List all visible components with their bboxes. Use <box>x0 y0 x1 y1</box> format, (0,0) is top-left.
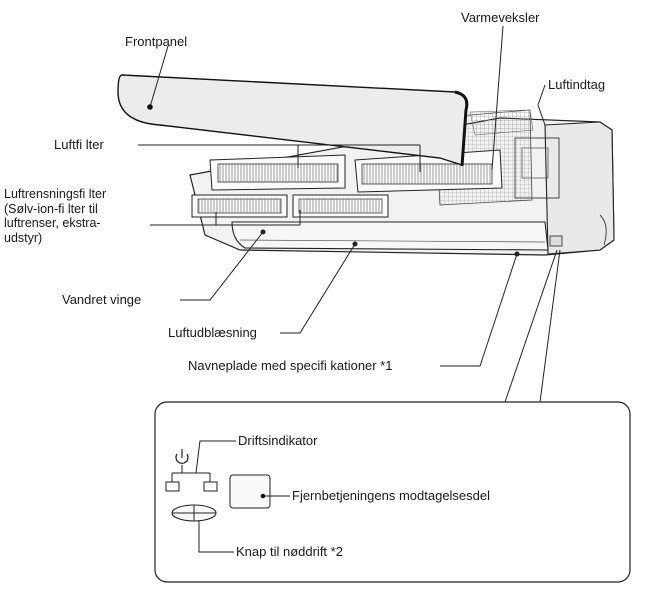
purification-filters <box>191 194 389 218</box>
label-luftindtag: Luftindtag <box>548 77 606 92</box>
label-fjernbetjening: Fjernbetjeningens modtagelsesdel <box>292 488 491 503</box>
label-luftfilter: Luftfi lter <box>54 137 104 152</box>
label-luftrensningsfilter-line-2: (Sølv-ion-fi lter til <box>4 201 98 216</box>
label-luftrensningsfilter-line-3: luftrenser, ekstra- <box>4 216 101 230</box>
horizontal-louvre <box>231 221 563 257</box>
label-navneplade: Navneplade med specifi kationer *1 <box>188 358 393 373</box>
detail-panel <box>154 401 631 583</box>
label-driftsindikator: Driftsindikator <box>238 433 318 448</box>
front-panel <box>117 74 469 167</box>
air-filters <box>209 149 503 193</box>
label-luftrensningsfilter: Luftrensningsfi lter (Sølv-ion-fi lter t… <box>4 187 106 245</box>
label-vandret-vinge: Vandret vinge <box>62 292 142 307</box>
label-luftudblaesning: Luftudblæsning <box>168 325 257 340</box>
label-knap-noeddrift: Knap til nøddrift *2 <box>236 544 343 559</box>
label-luftrensningsfilter-line-1: Luftrensningsfi lter <box>4 187 107 201</box>
label-frontpanel: Frontpanel <box>125 34 188 49</box>
leader-lines <box>138 25 546 367</box>
power-icon <box>175 449 189 464</box>
label-luftrensningsfilter-line-4: udstyr) <box>4 230 43 245</box>
label-varmeveksler: Varmeveksler <box>461 10 540 25</box>
